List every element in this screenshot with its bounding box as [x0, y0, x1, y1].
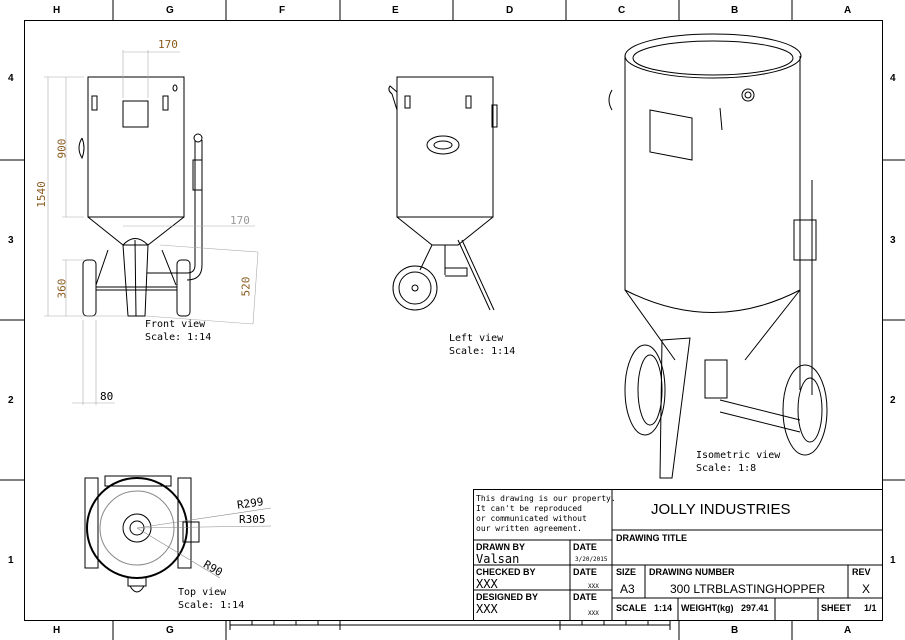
zone-col-a-bottom: A [844, 625, 852, 636]
drawing-title-label: DRAWING TITLE [616, 533, 687, 543]
zone-row-3: 3 [8, 235, 14, 246]
top-view-drawing [84, 475, 272, 593]
checked-by-label: CHECKED BY [476, 567, 536, 577]
dim-r305: R305 [239, 513, 266, 526]
top-view-label: Top view [178, 587, 227, 598]
zone-col-g: G [166, 5, 174, 16]
dim-top-width: 170 [158, 38, 178, 51]
front-view-drawing [44, 50, 259, 405]
drawn-date-label: DATE [573, 542, 597, 552]
bottom-ruler [229, 620, 671, 630]
zone-col-f: F [279, 5, 286, 16]
drawing-number-label: DRAWING NUMBER [649, 567, 735, 577]
zone-row-4: 4 [8, 73, 14, 84]
isometric-view-drawing [608, 33, 828, 479]
designed-by-label: DESIGNED BY [476, 592, 539, 602]
scale-value: 1:14 [654, 603, 673, 613]
isometric-view-scale: Scale: 1:8 [696, 463, 757, 474]
zone-col-e: E [392, 5, 399, 16]
designed-by-value: XXX [476, 602, 498, 616]
scale-label: SCALE [616, 603, 647, 613]
size-value: A3 [620, 582, 635, 596]
weight-value: 297.41 [741, 603, 769, 613]
isometric-view-label: Isometric view [696, 450, 781, 461]
checked-by-value: XXX [476, 577, 498, 591]
title-block-lines [473, 489, 883, 621]
checked-date-value: XXX [588, 583, 599, 590]
front-view-label: Front view [145, 319, 206, 330]
zone-row-3-right: 3 [890, 235, 896, 246]
drawn-by-value: Valsan [476, 552, 520, 566]
notice-line-1: This drawing is our property. [476, 494, 616, 503]
zone-col-c: C [618, 5, 626, 16]
drawing-number-value: 300 LTRBLASTINGHOPPER [670, 582, 826, 596]
rev-value: X [862, 582, 871, 596]
checked-date-label: DATE [573, 567, 597, 577]
zone-col-d: D [506, 5, 514, 16]
drawn-date-value: 3/20/2015 [575, 556, 608, 563]
top-view-scale: Scale: 1:14 [178, 600, 245, 611]
zone-row-1: 1 [8, 555, 14, 566]
sheet-label: SHEET [821, 603, 852, 613]
rev-label: REV [852, 567, 871, 577]
left-view-label: Left view [449, 333, 504, 344]
company-name: JOLLY INDUSTRIES [651, 501, 791, 518]
size-label: SIZE [616, 567, 637, 577]
dim-body-height: 900 [55, 138, 69, 159]
zone-col-h: H [53, 5, 61, 16]
zone-row-2-right: 2 [890, 395, 896, 406]
zone-col-a: A [844, 5, 852, 16]
dim-diagonal: 520 [239, 276, 253, 297]
zone-col-h-bottom: H [53, 625, 61, 636]
dim-total-height: 1540 [34, 181, 48, 208]
left-view-scale: Scale: 1:14 [449, 346, 516, 357]
designed-date-label: DATE [573, 592, 597, 602]
designed-date-value: XXX [588, 610, 599, 617]
zone-col-b-bottom: B [731, 625, 739, 636]
dim-wheel-height: 360 [55, 278, 69, 299]
zone-col-g-bottom: G [166, 625, 174, 636]
drawn-by-label: DRAWN BY [476, 542, 525, 552]
dim-wheel-width: 80 [100, 390, 114, 403]
notice-line-3: or communicated without [476, 514, 587, 523]
dim-outlet-width: 170 [230, 214, 250, 227]
zone-row-4-right: 4 [890, 73, 896, 84]
sheet-value: 1/1 [864, 603, 877, 613]
front-view-scale: Scale: 1:14 [145, 332, 212, 343]
zone-row-1-right: 1 [890, 555, 896, 566]
notice-line-4: our written agreement. [476, 524, 582, 533]
left-view-drawing [388, 76, 498, 311]
weight-label: WEIGHT(kg) [681, 603, 734, 613]
zone-col-b: B [731, 5, 739, 16]
notice-line-2: It can't be reproduced [476, 504, 582, 513]
zone-row-2: 2 [8, 395, 14, 406]
